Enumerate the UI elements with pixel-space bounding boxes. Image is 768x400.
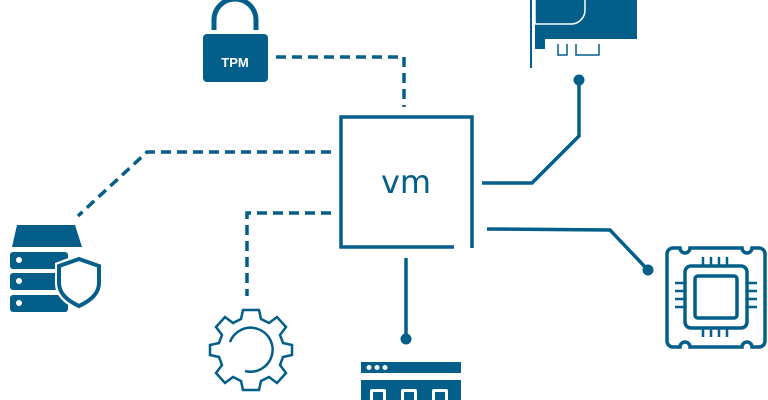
cpu-connector (486, 227, 650, 272)
cpu-icon (665, 246, 767, 349)
lock-icon: TPM (203, 0, 268, 82)
storage-connector (76, 150, 331, 218)
tpm-label: TPM (221, 55, 248, 70)
vm-label: vm (381, 163, 431, 201)
vm-box: vm (339, 115, 474, 249)
gear-connector (245, 211, 331, 296)
pcie-card-icon (530, 0, 637, 68)
pcie-connector (482, 80, 581, 185)
window-icon (361, 362, 461, 400)
server-shield-icon (10, 225, 103, 312)
gear-icon (208, 308, 294, 392)
tpm-connector (276, 55, 406, 107)
